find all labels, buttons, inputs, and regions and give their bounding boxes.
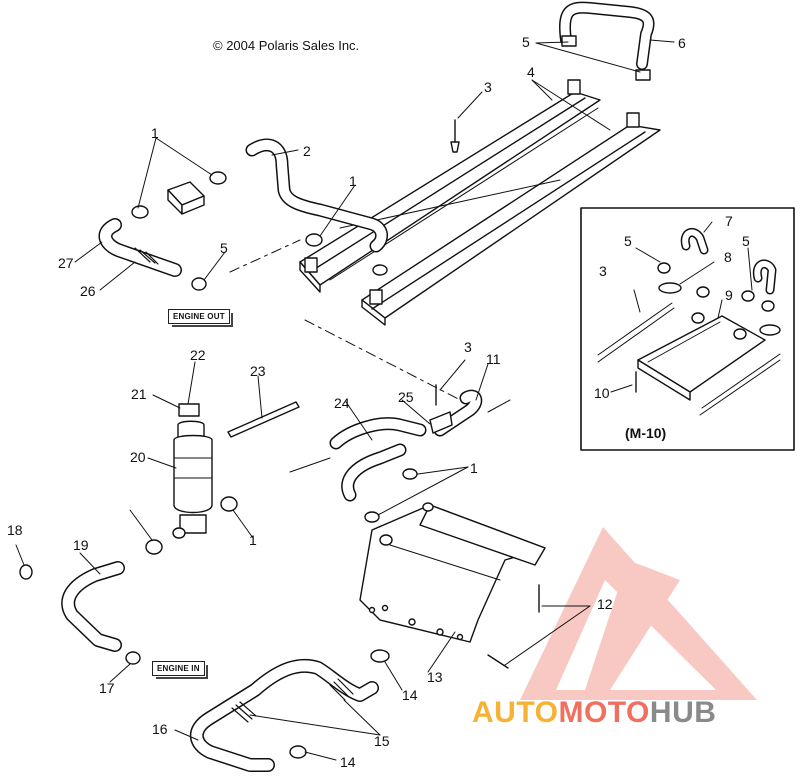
callout-3: 3 bbox=[484, 79, 492, 95]
reservoir-part-20 bbox=[172, 403, 213, 539]
callout-22: 22 bbox=[190, 347, 206, 363]
callout-11: 11 bbox=[486, 351, 501, 367]
watermark-part-3: HUB bbox=[649, 696, 717, 729]
watermark-text: AUTOMOTOHUB bbox=[472, 696, 716, 730]
callout-21: 21 bbox=[131, 386, 147, 402]
callout-8: 8 bbox=[724, 249, 732, 265]
callout-27: 27 bbox=[58, 255, 74, 271]
callout-24: 24 bbox=[334, 395, 350, 411]
callout-1: 1 bbox=[470, 460, 478, 476]
callout-3: 3 bbox=[464, 339, 472, 355]
cover-part-13 bbox=[359, 502, 546, 643]
callout-18: 18 bbox=[7, 522, 23, 538]
bolts-part-12 bbox=[487, 584, 540, 669]
callout-4: 4 bbox=[527, 64, 535, 80]
callout-9: 9 bbox=[725, 287, 733, 303]
callout-10: 10 bbox=[594, 385, 610, 401]
bracket-part-25 bbox=[429, 411, 453, 434]
hose-part-19 bbox=[61, 561, 125, 652]
callout-16: 16 bbox=[152, 721, 168, 737]
hose-part-27 bbox=[98, 218, 182, 277]
watermark-part-2: MOTO bbox=[558, 696, 650, 729]
inset-box bbox=[580, 207, 795, 451]
heat-exchanger-lower bbox=[339, 112, 661, 326]
callout-19: 19 bbox=[73, 537, 89, 553]
callout-23: 23 bbox=[250, 363, 266, 379]
engine-in-tag: ENGINE IN bbox=[152, 661, 208, 679]
rod-part-23 bbox=[227, 401, 300, 438]
callout-1: 1 bbox=[249, 532, 257, 548]
callout-6: 6 bbox=[678, 35, 686, 51]
engine-out-tag: ENGINE OUT bbox=[168, 309, 233, 327]
tube-part-2 bbox=[245, 138, 388, 253]
callout-2: 2 bbox=[303, 143, 311, 159]
callout-26: 26 bbox=[80, 283, 96, 299]
leader-lines bbox=[15, 39, 675, 761]
hose-part-24 bbox=[329, 417, 427, 502]
callout-1: 1 bbox=[349, 173, 357, 189]
inset-model-label: (M-10) bbox=[625, 425, 667, 441]
callout-5: 5 bbox=[220, 240, 228, 256]
callout-7: 7 bbox=[725, 213, 733, 229]
callout-1: 1 bbox=[151, 125, 159, 141]
clamps-upper bbox=[131, 171, 388, 291]
callout-5: 5 bbox=[522, 34, 530, 50]
callout-5: 5 bbox=[742, 233, 750, 249]
callout-5: 5 bbox=[624, 233, 632, 249]
callout-20: 20 bbox=[130, 449, 146, 465]
hose-part-16 bbox=[189, 658, 379, 772]
callout-14: 14 bbox=[402, 687, 418, 703]
callout-12: 12 bbox=[597, 596, 613, 612]
fitting-block bbox=[167, 181, 205, 215]
callout-3: 3 bbox=[599, 263, 607, 279]
callout-14: 14 bbox=[340, 754, 356, 770]
callout-17: 17 bbox=[99, 680, 115, 696]
clamps-mid bbox=[19, 468, 418, 759]
watermark-logo-icon bbox=[520, 527, 757, 700]
copyright-notice: © 2004 Polaris Sales Inc. bbox=[213, 38, 360, 53]
callout-25: 25 bbox=[398, 389, 414, 405]
watermark-part-1: AUTO bbox=[472, 696, 559, 729]
hose-part-6 bbox=[559, 1, 655, 81]
callout-15: 15 bbox=[374, 733, 390, 749]
callout-13: 13 bbox=[427, 669, 443, 685]
